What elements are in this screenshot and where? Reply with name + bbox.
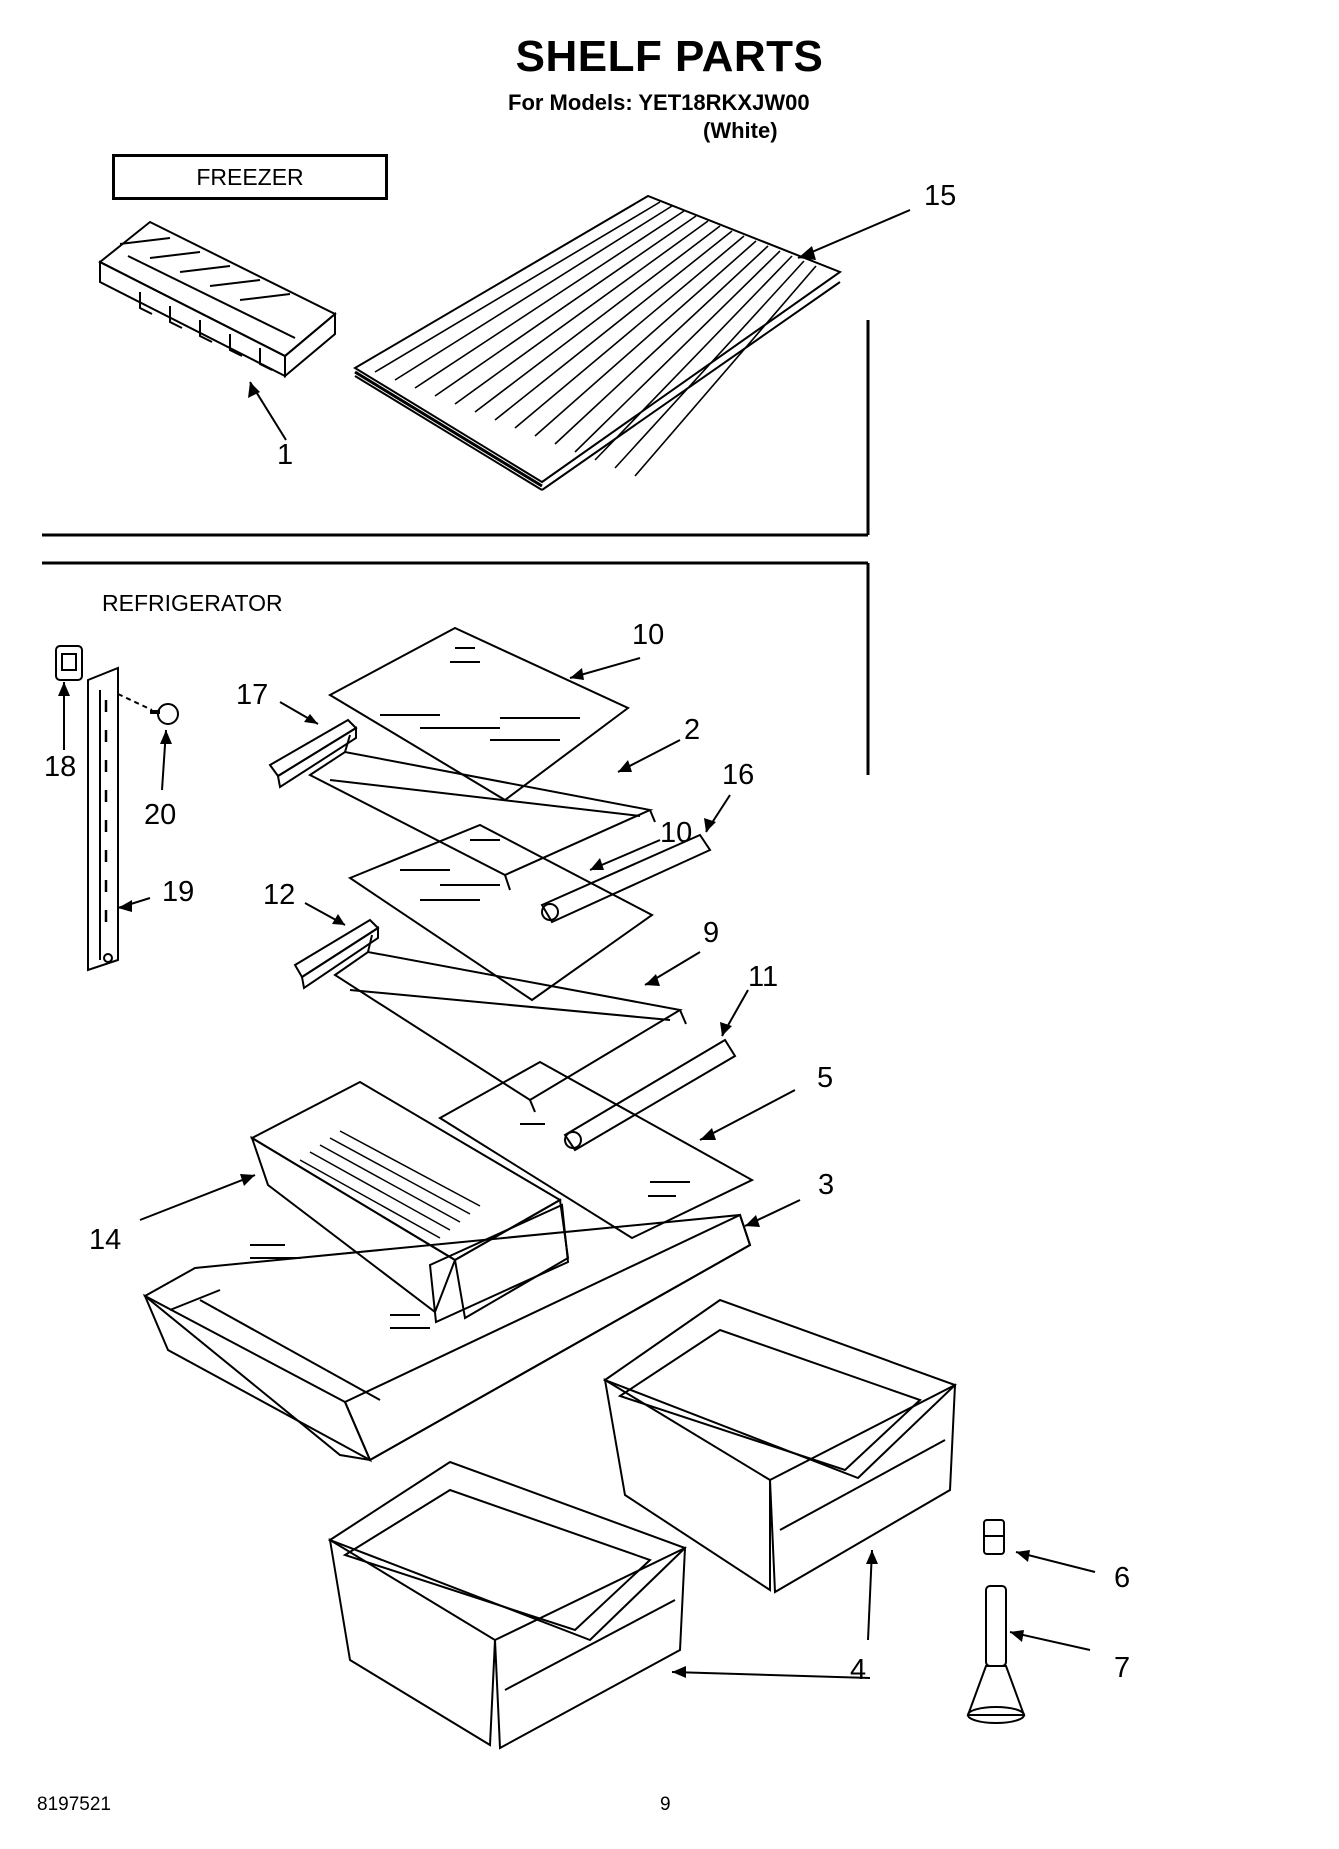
freezer-frame	[42, 320, 870, 537]
crisper-drawer-left-part	[327, 1460, 687, 1750]
callout-arrowheads	[58, 246, 1030, 1678]
callout-16: 16	[722, 759, 755, 791]
callout-14: 14	[89, 1224, 122, 1256]
callout-7: 7	[1114, 1652, 1131, 1684]
page-title: SHELF PARTS	[515, 32, 824, 81]
glass-shelf-lower-part	[347, 823, 654, 1002]
shelf-frame-upper-part	[308, 734, 656, 891]
callout-20: 20	[144, 799, 177, 831]
callout-4: 4	[850, 1654, 867, 1686]
leveler-leg-part	[966, 1585, 1026, 1724]
wire-freezer-shelf-part	[353, 194, 843, 491]
document-number: 8197521	[37, 1794, 111, 1815]
callout-1: 1	[277, 439, 294, 471]
screw-part	[117, 693, 179, 725]
shelf-ladder-part	[87, 666, 119, 972]
crisper-drawer-right-part	[602, 1298, 957, 1594]
callout-12: 12	[263, 879, 296, 911]
models-line: For Models: YET18RKXJW00	[508, 90, 810, 115]
callout-3: 3	[818, 1169, 835, 1201]
crisper-glass-cover-part	[438, 1060, 755, 1240]
leveler-cap-part	[983, 1519, 1005, 1555]
callout-leaders	[63, 209, 1096, 1679]
callout-15: 15	[924, 180, 957, 212]
callout-11: 11	[748, 961, 779, 993]
callout-9: 9	[703, 917, 720, 949]
callout-5: 5	[817, 1062, 834, 1094]
front-trim-lower-part	[540, 833, 712, 924]
callout-10-lower: 10	[660, 817, 693, 849]
crisper-cover-trim-part	[563, 1038, 737, 1152]
shelf-frame-lower-part	[333, 934, 687, 1113]
callout-10-upper: 10	[632, 619, 665, 651]
ice-tray-part	[98, 220, 337, 379]
glass-shelf-upper-part	[327, 626, 630, 802]
shelf-clip-part	[55, 645, 83, 681]
page-number: 9	[660, 1794, 671, 1815]
callout-6: 6	[1114, 1562, 1131, 1594]
front-trim-middle-part	[293, 918, 380, 990]
crisper-frame-part	[142, 1213, 752, 1463]
callout-17: 17	[236, 679, 269, 711]
freezer-section-label: FREEZER	[112, 154, 388, 200]
callout-18: 18	[44, 751, 77, 783]
refrigerator-section-label: REFRIGERATOR	[102, 590, 283, 616]
callout-2: 2	[684, 714, 701, 746]
front-trim-upper-part	[268, 718, 358, 789]
refrigerator-frame	[42, 561, 870, 775]
callout-19: 19	[162, 876, 195, 908]
model-variant: (White)	[703, 118, 778, 143]
meat-pan-part	[249, 1080, 570, 1324]
